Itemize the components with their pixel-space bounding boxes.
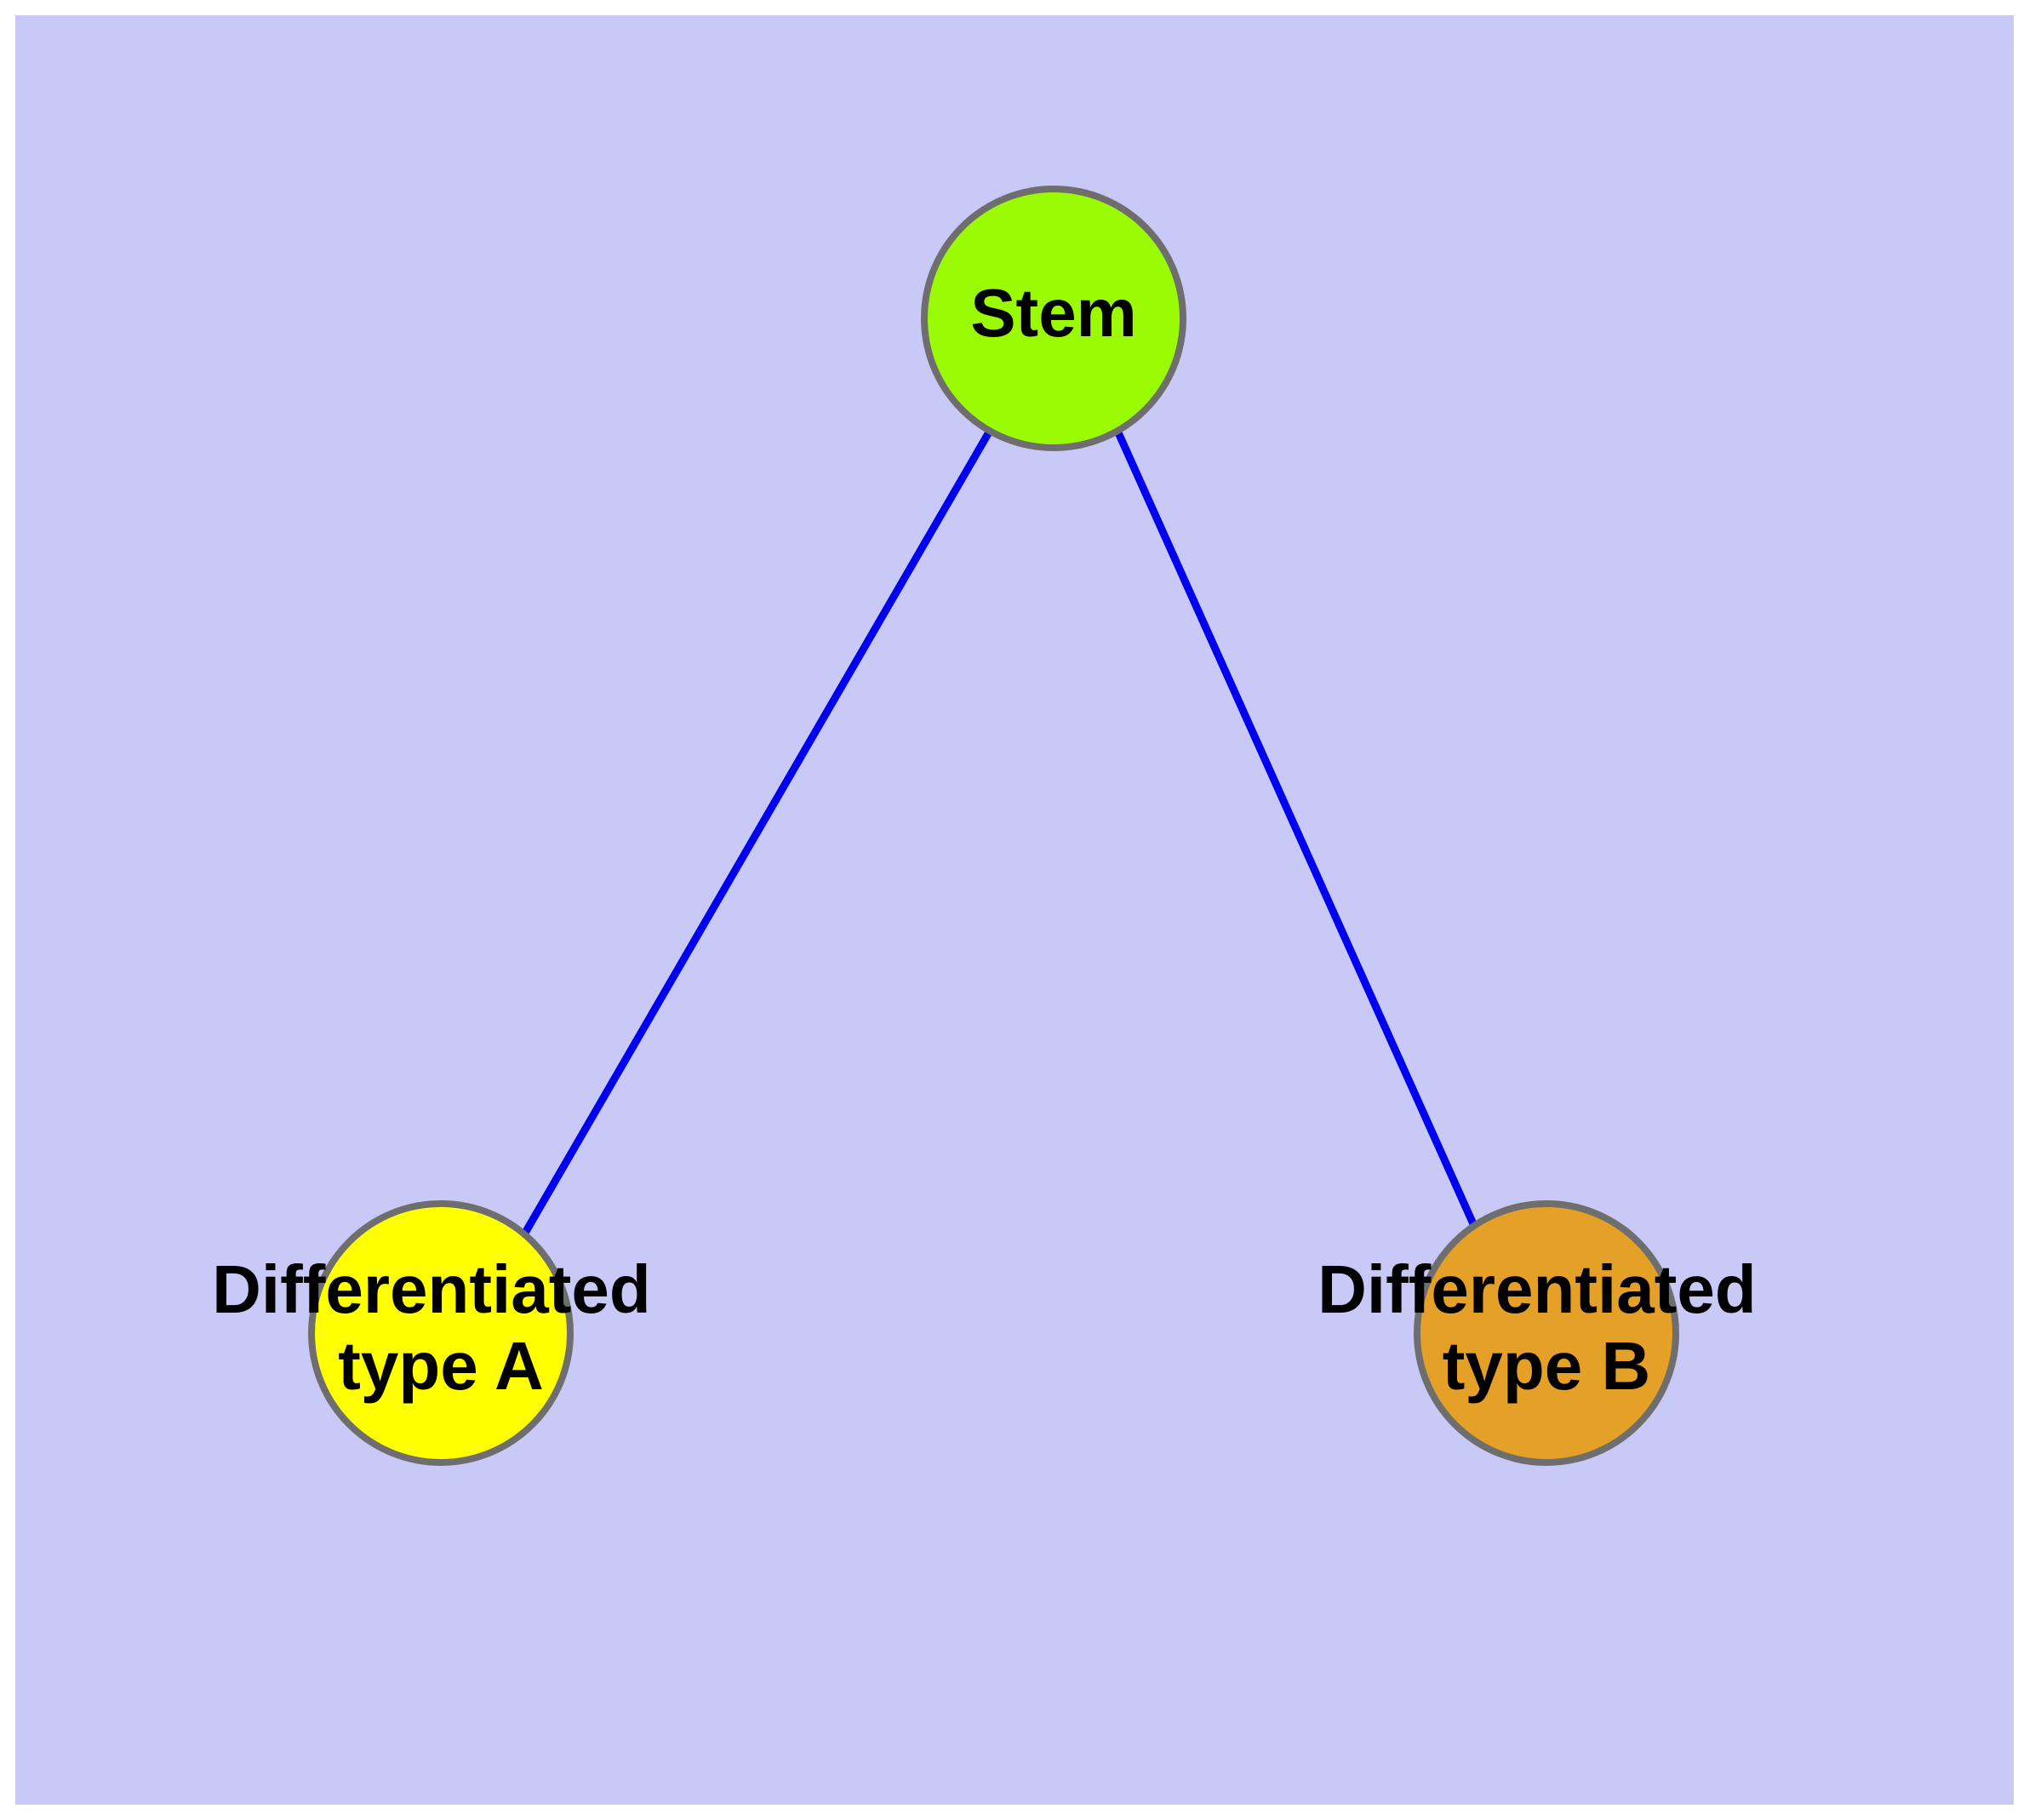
node-differentiated-type-a-label-line-0: Differentiated — [212, 1251, 651, 1327]
node-differentiated-type-a-circle[interactable] — [308, 1200, 574, 1466]
node-stem[interactable] — [921, 186, 1186, 451]
node-differentiated-type-b-label: Differentiated type B — [1317, 1251, 1775, 1404]
node-differentiated-type-b-circle[interactable] — [1414, 1200, 1679, 1466]
node-labels-layer: Stem Differentiated type A Differentiate… — [212, 275, 1775, 1404]
edges-layer — [521, 428, 1478, 1237]
node-differentiated-type-a-label-line-1: type A — [338, 1328, 544, 1404]
edge-stem-to-differentiated-type-a[interactable] — [521, 428, 993, 1237]
node-differentiated-type-a-label: Differentiated type A — [212, 1251, 670, 1404]
node-differentiated-type-b-label-line-1: type B — [1443, 1328, 1651, 1404]
node-stem-circle[interactable] — [921, 186, 1186, 451]
node-differentiated-type-a[interactable] — [308, 1200, 574, 1466]
node-stem-label-line-0: Stem — [970, 275, 1137, 351]
node-stem-label: Stem — [970, 275, 1137, 351]
edge-stem-to-differentiated-type-b[interactable] — [1113, 429, 1478, 1228]
node-differentiated-type-b[interactable] — [1414, 1200, 1679, 1466]
nodes-layer — [308, 186, 1679, 1466]
node-differentiated-type-b-label-line-0: Differentiated — [1317, 1251, 1757, 1327]
